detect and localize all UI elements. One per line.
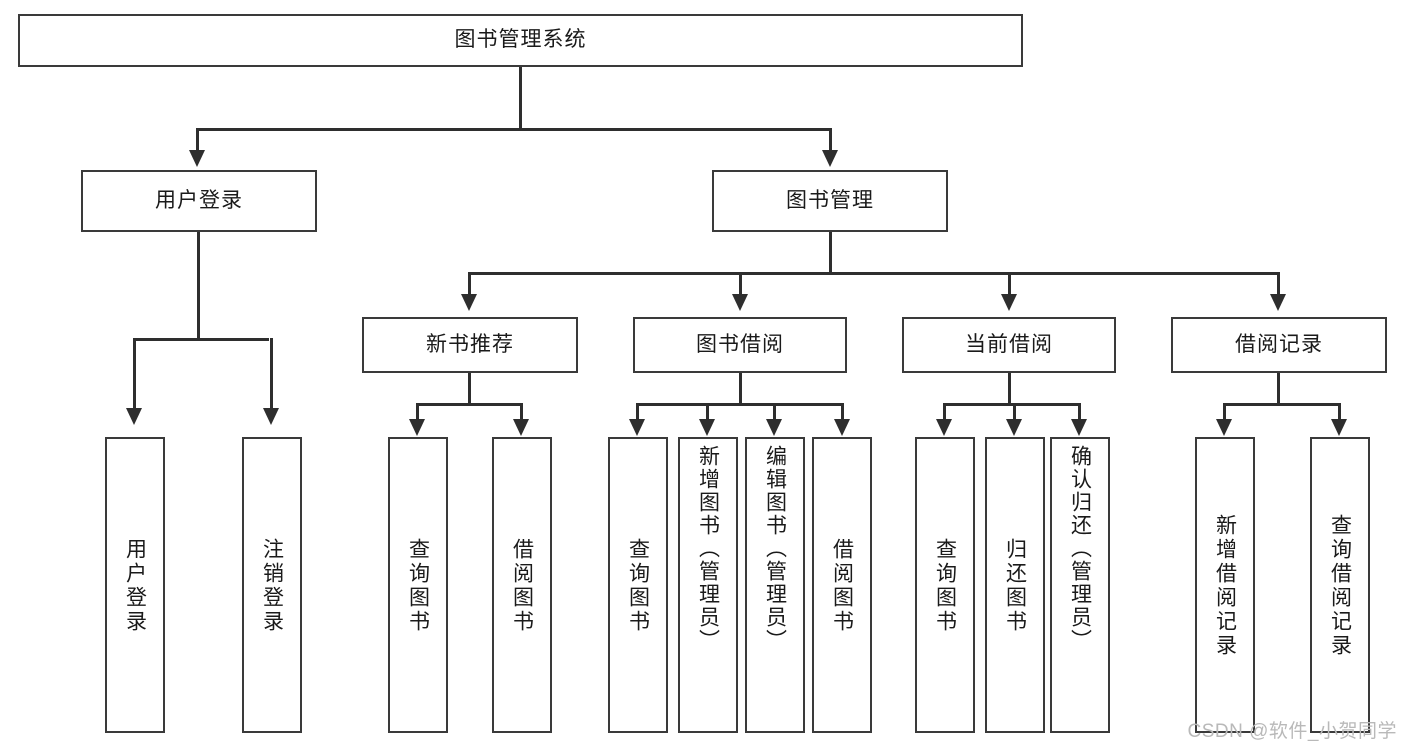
connector-new-book-stem: [468, 373, 471, 405]
arrowhead-current-borrow: [1001, 294, 1017, 311]
arrowhead-cb-confirm: [1071, 419, 1087, 436]
node-label: 借阅记录: [1235, 332, 1323, 356]
connector-user-login-child-1: [133, 338, 136, 410]
connector-borrow-record-bar: [1223, 403, 1341, 406]
node-label: 新书推荐: [426, 332, 514, 356]
connector-bb-c3: [773, 403, 776, 421]
arrowhead-bb-lend: [834, 419, 850, 436]
leaf-cb-confirm-return[interactable]: 确认归还（管理员）: [1050, 437, 1110, 733]
leaf-cb-query-book[interactable]: 查询图书: [915, 437, 975, 733]
node-label: 借阅图书: [510, 538, 534, 634]
node-root-system[interactable]: 图书管理系统: [18, 14, 1023, 67]
connector-br-c2: [1338, 403, 1341, 421]
connector-borrow-record-stem: [1277, 373, 1280, 405]
node-label: 用户登录: [123, 538, 147, 634]
connector-current-borrow-stem: [1008, 373, 1011, 405]
node-label: 图书管理系统: [454, 28, 587, 52]
connector-new-book-c1: [416, 403, 419, 421]
connector-cb-c2: [1013, 403, 1016, 421]
arrowhead-cb-return: [1006, 419, 1022, 436]
leaf-bb-lend-book[interactable]: 借阅图书: [812, 437, 872, 733]
connector-to-current-borrow: [1008, 272, 1011, 297]
node-label: 注销登录: [260, 538, 284, 634]
connector-to-book-borrow: [739, 272, 742, 297]
arrowhead-book-mgmt: [822, 150, 838, 167]
leaf-nb-borrow-book[interactable]: 借阅图书: [492, 437, 552, 733]
arrowhead-br-query: [1331, 419, 1347, 436]
arrowhead-borrow-record: [1270, 294, 1286, 311]
arrowhead-br-add: [1216, 419, 1232, 436]
connector-cb-c1: [943, 403, 946, 421]
connector-new-book-c2: [520, 403, 523, 421]
connector-book-borrow-bar: [636, 403, 844, 406]
node-label: 确认归还（管理员）: [1068, 445, 1092, 652]
connector-cb-c3: [1078, 403, 1081, 421]
connector-root-to-user-login: [196, 128, 199, 153]
node-user-login[interactable]: 用户登录: [81, 170, 317, 232]
leaf-bb-add-book[interactable]: 新增图书（管理员）: [678, 437, 738, 733]
connector-bb-c2: [706, 403, 709, 421]
arrowhead-bb-add: [699, 419, 715, 436]
leaf-user-login[interactable]: 用户登录: [105, 437, 165, 733]
node-new-book-recommend[interactable]: 新书推荐: [362, 317, 578, 373]
arrowhead-cb-query: [936, 419, 952, 436]
connector-user-login-bar: [133, 338, 269, 341]
node-label: 图书借阅: [696, 332, 784, 356]
leaf-logout[interactable]: 注销登录: [242, 437, 302, 733]
connector-root-bar: [196, 128, 832, 131]
node-label: 新增借阅记录: [1213, 514, 1237, 658]
connector-new-book-bar: [416, 403, 523, 406]
connector-user-login-stem: [197, 232, 200, 340]
connector-to-borrow-record: [1277, 272, 1280, 297]
leaf-bb-query-book[interactable]: 查询图书: [608, 437, 668, 733]
connector-root-stem: [519, 67, 522, 129]
arrowhead-user-login: [189, 150, 205, 167]
arrowhead-bb-edit: [766, 419, 782, 436]
node-label: 借阅图书: [830, 538, 854, 634]
node-label: 新增图书（管理员）: [696, 445, 720, 652]
node-label: 归还图书: [1003, 538, 1027, 634]
leaf-cb-return-book[interactable]: 归还图书: [985, 437, 1045, 733]
leaf-br-add-record[interactable]: 新增借阅记录: [1195, 437, 1255, 733]
connector-to-new-book: [468, 272, 471, 297]
connector-root-to-book-mgmt: [829, 128, 832, 153]
node-current-borrow[interactable]: 当前借阅: [902, 317, 1116, 373]
connector-book-mgmt-stem: [829, 232, 832, 274]
node-label: 用户登录: [155, 188, 243, 212]
node-label: 查询图书: [406, 538, 430, 634]
node-book-borrow[interactable]: 图书借阅: [633, 317, 847, 373]
node-borrow-record[interactable]: 借阅记录: [1171, 317, 1387, 373]
connector-current-borrow-bar: [943, 403, 1079, 406]
arrowhead-book-borrow: [732, 294, 748, 311]
node-label: 查询图书: [626, 538, 650, 634]
node-label: 查询借阅记录: [1328, 514, 1352, 658]
leaf-bb-edit-book[interactable]: 编辑图书（管理员）: [745, 437, 805, 733]
arrowhead-leaf-user-login: [126, 408, 142, 425]
arrowhead-leaf-logout: [263, 408, 279, 425]
node-book-management[interactable]: 图书管理: [712, 170, 948, 232]
arrowhead-nb-borrow: [513, 419, 529, 436]
connector-bb-c1: [636, 403, 639, 421]
node-label: 查询图书: [933, 538, 957, 634]
node-label: 图书管理: [786, 188, 874, 212]
node-label: 当前借阅: [965, 332, 1053, 356]
connector-book-borrow-stem: [739, 373, 742, 405]
arrowhead-new-book: [461, 294, 477, 311]
arrowhead-bb-query: [629, 419, 645, 436]
connector-bb-c4: [841, 403, 844, 421]
connector-book-mgmt-bar: [468, 272, 1280, 275]
connector-user-login-child-2: [270, 338, 273, 410]
leaf-nb-query-book[interactable]: 查询图书: [388, 437, 448, 733]
leaf-br-query-record[interactable]: 查询借阅记录: [1310, 437, 1370, 733]
arrowhead-nb-query: [409, 419, 425, 436]
connector-br-c1: [1223, 403, 1226, 421]
node-label: 编辑图书（管理员）: [763, 445, 787, 652]
